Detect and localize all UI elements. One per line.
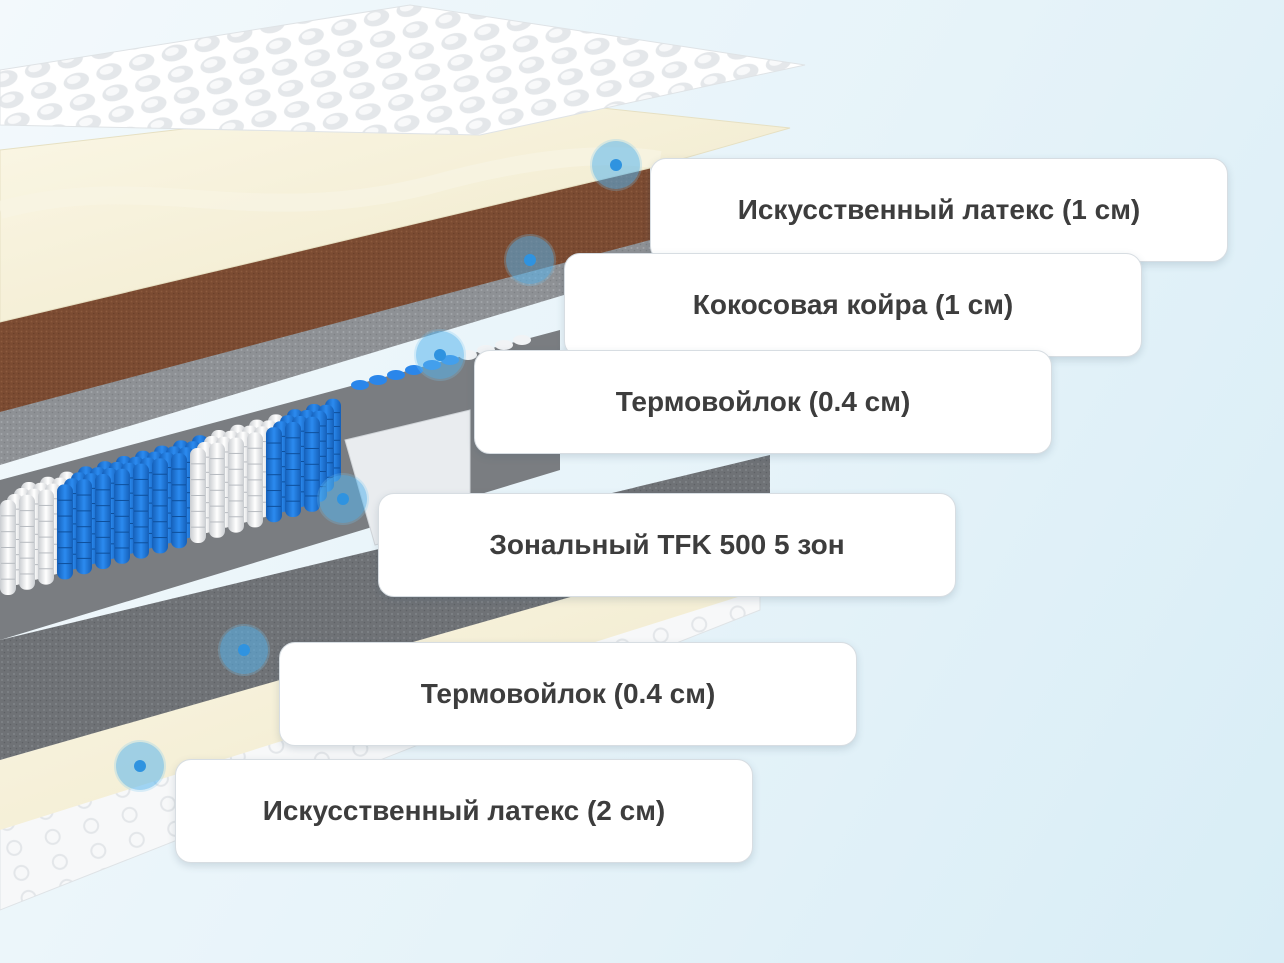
marker-dot-4[interactable] [319, 475, 367, 523]
spring-top-blue [369, 375, 387, 385]
layer-label-coir[interactable]: Кокосовая койра (1 см) [564, 253, 1142, 357]
layer-label-spring-block[interactable]: Зональный TFK 500 5 зон [378, 493, 956, 597]
spring-top-blue [405, 365, 423, 375]
layer-label-text: Искусственный латекс (1 см) [737, 194, 1141, 225]
layer-label-text: Искусственный латекс (2 см) [262, 795, 666, 826]
layer-label-text: Кокосовая койра (1 см) [692, 289, 1014, 320]
layer-label-felt-lower[interactable]: Термовойлок (0.4 см) [279, 642, 857, 746]
layer-label-text: Термовойлок (0.4 см) [615, 386, 911, 417]
layer-label-felt-upper[interactable]: Термовойлок (0.4 см) [474, 350, 1052, 454]
marker-dot-2[interactable] [506, 236, 554, 284]
upper-felt-layer [0, 235, 680, 465]
spring-top-blue [351, 380, 369, 390]
layer-label-text: Зональный TFK 500 5 зон [489, 529, 845, 560]
spring-block [0, 330, 560, 640]
spring-top-blue [387, 370, 405, 380]
marker-dot-6[interactable] [116, 742, 164, 790]
spring-top-white [513, 335, 531, 345]
marker-dot-3[interactable] [416, 331, 464, 379]
marker-dot-5[interactable] [220, 626, 268, 674]
coir-layer [0, 165, 650, 412]
layer-label-text: Термовойлок (0.4 см) [420, 678, 716, 709]
marker-dot-1[interactable] [592, 141, 640, 189]
spring-top-white [495, 340, 513, 350]
layer-label-latex-top[interactable]: Искусственный латекс (1 см) [650, 158, 1228, 262]
layer-label-latex-bottom[interactable]: Искусственный латекс (2 см) [175, 759, 753, 863]
top-quilted-cover [0, 4, 806, 136]
